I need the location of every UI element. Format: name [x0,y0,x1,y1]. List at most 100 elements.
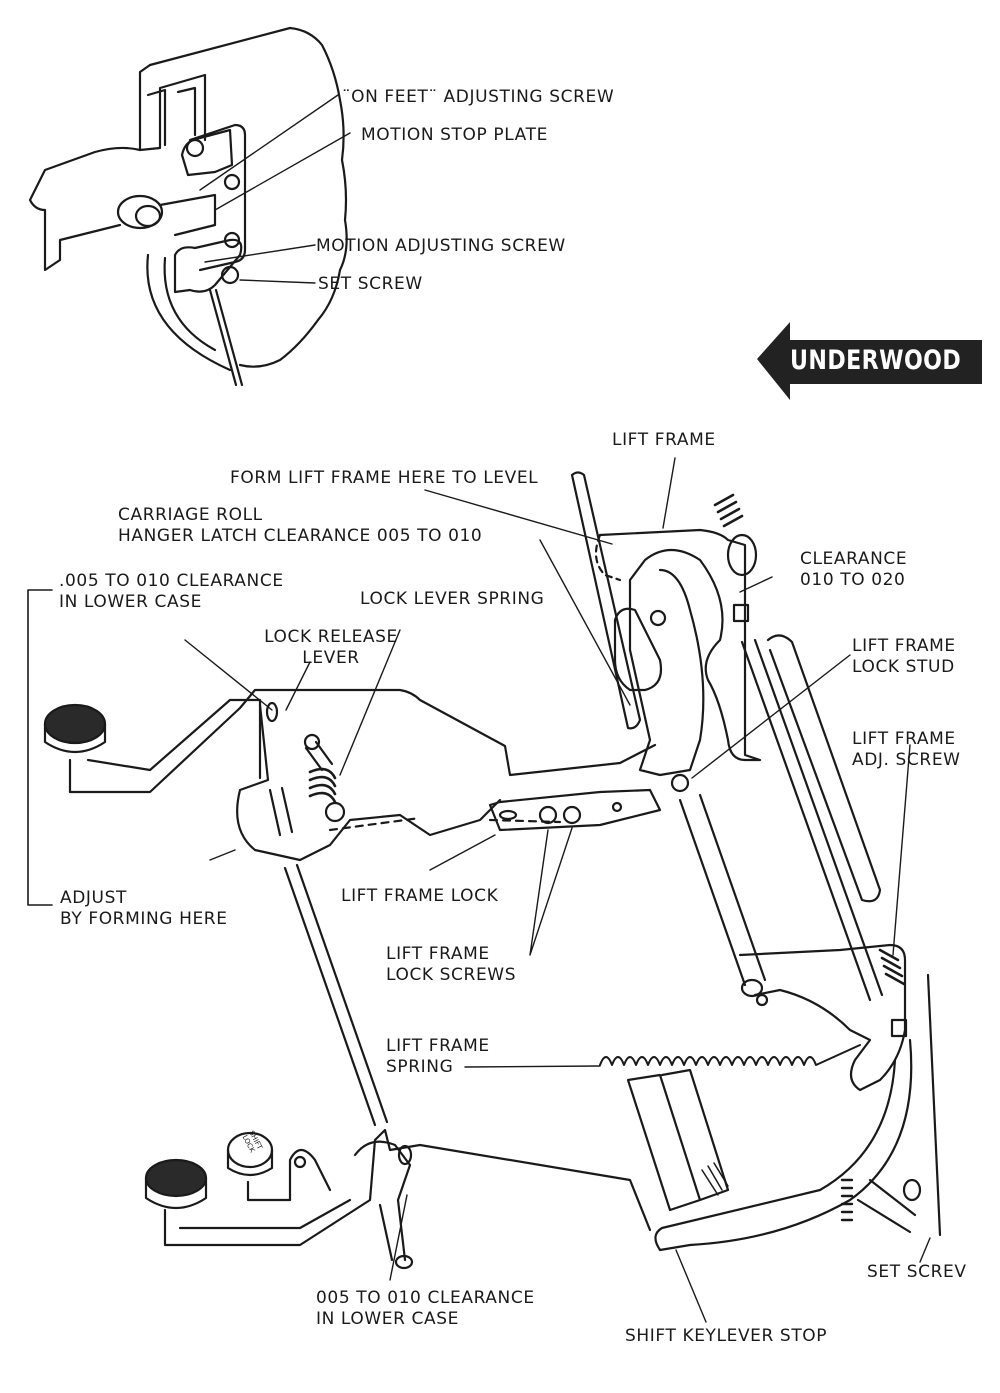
label-adjust-line2: BY FORMING HERE [60,909,228,929]
central-bar [678,793,767,987]
label-lock-release-lever: LOCK RELEASE LEVER [256,627,406,669]
central-bar-end [740,978,764,998]
lift-frame-pivot-hole [611,801,623,813]
hanger-latch-screw [649,609,667,627]
right-roll [766,634,882,903]
hanger-latch [613,607,663,692]
brand-label: UNDERWOOD [790,345,962,376]
label-motion-stop-plate: MOTION STOP PLATE [361,125,548,145]
lift-frame-lower-pivot [755,993,769,1007]
lift-frame-adj-spring [878,948,906,986]
lower-frame-diagonal [856,1178,917,1234]
label-clearance-010-020-line1: CLEARANCE [800,549,908,569]
label-adjust-line1: ADJUST [60,888,127,908]
inset-slot [146,86,197,147]
label-lift-frame-adj-screw: LIFT FRAME ADJ. SCREW [852,729,961,771]
spring-post-cap [303,733,321,751]
label-shift-keylever-stop: SHIFT KEYLEVER STOP [625,1326,828,1346]
inset-leader-lines [199,94,351,284]
lock-release-pin [268,786,294,837]
upper-key-cap [43,703,107,745]
lock-release-stud [265,701,279,723]
upper-key-skirt [43,722,107,753]
lower-key-cap [144,1158,208,1198]
label-clearance-upper: .005 TO 010 CLEARANCE IN LOWER CASE [59,571,284,613]
inset-plate-screw-2 [223,231,241,249]
left-arrow-icon [400,322,982,400]
label-lock-stud-line1: LIFT FRAME [852,636,956,656]
label-on-feet-adjusting-screw: ¨ON FEET¨ ADJUSTING SCREW [342,87,615,107]
shift-lock-screw [293,1155,307,1169]
label-lift-frame: LIFT FRAME [612,430,716,450]
label-adjust-by-forming: ADJUST BY FORMING HERE [60,888,228,930]
lower-set-screw-head [902,1178,922,1202]
label-set-screw-bottom: SET SCREV [867,1262,967,1282]
label-lock-stud-line2: LOCK STUD [852,657,955,677]
inset-lower-lever [173,238,243,294]
lift-frame-spring-coil [599,1044,861,1066]
lock-lever-pivot [324,801,346,823]
lift-frame-lock-plate [488,788,662,832]
label-adj-screw-line1: LIFT FRAME [852,729,956,749]
label-spring-line1: LIFT FRAME [386,1036,490,1056]
carriage-roll-hanger-rod [570,471,642,730]
label-carriage-roll-line2: HANGER LATCH CLEARANCE 005 TO 010 [118,526,483,546]
main-leader-lines [184,457,931,1323]
label-lift-frame-spring: LIFT FRAME SPRING [386,1036,490,1078]
lift-frame-lock-stud [670,773,690,793]
label-lock-release-line2: LEVER [302,648,360,668]
label-lock-screws-line1: LIFT FRAME [386,944,490,964]
main-drawing [27,457,942,1323]
label-lock-screws-line2: LOCK SCREWS [386,965,517,985]
label-clearance-lower: 005 TO 010 CLEARANCE IN LOWER CASE [316,1288,535,1330]
label-form-lift-frame: FORM LIFT FRAME HERE TO LEVEL [230,468,539,488]
label-lift-frame-lock: LIFT FRAME LOCK [341,886,499,906]
label-clearance-010-020: CLEARANCE 010 TO 020 [800,549,907,591]
lock-plate-slot [498,809,518,821]
lower-keylever [163,1128,652,1247]
lower-clearance-pin [397,1144,413,1166]
label-carriage-roll-line1: CARRIAGE ROLL [118,505,263,525]
label-inset-set-screw: SET SCREW [318,274,423,294]
label-lock-release-line1: LOCK RELEASE [264,627,398,647]
lift-frame-lower-arm [738,943,907,1092]
lock-release-lever [236,703,502,862]
right-roll-rod [740,638,884,1002]
lower-clearance-lever [353,1140,412,1262]
label-motion-adjusting-screw: MOTION ADJUSTING SCREW [316,236,566,256]
shift-keylever-stop-plate [626,1068,730,1212]
label-clearance-upper-line2: IN LOWER CASE [59,592,202,612]
inset-screw-head [185,138,205,158]
inset-drawing [28,26,351,387]
shift-lock-lever [246,1148,332,1202]
label-lift-frame-lock-stud: LIFT FRAME LOCK STUD [852,636,956,678]
lower-clearance-block [890,1018,908,1038]
lock-lever-spring-coil [308,767,337,804]
inset-break-outline [148,26,348,368]
top-adj-spring [713,493,744,528]
inset-link [158,193,217,237]
lower-small-spring [840,1178,854,1222]
label-clearance-010-020-line2: 010 TO 020 [800,570,906,590]
lower-clearance-stud [394,1254,414,1270]
brand-arrow [400,322,982,400]
label-clearance-lower-line1: 005 TO 010 CLEARANCE [316,1288,535,1308]
label-adj-screw-line2: ADJ. SCREW [852,750,961,770]
inset-block [28,63,207,272]
label-spring-line2: SPRING [386,1057,454,1077]
lower-key-skirt [144,1176,208,1209]
inset-arc-outer [146,253,232,372]
bracket-line [27,589,53,906]
set-screw-rod [926,973,942,1237]
left-vertical-rod [283,863,389,1127]
lift-frame-lock-screw-1 [538,805,558,825]
inset-rod [208,288,244,387]
inset-roller [116,194,164,230]
clearance-block [732,603,750,623]
label-lock-lever-spring: LOCK LEVER SPRING [360,589,545,609]
upper-keylever [68,688,657,794]
label-clearance-lower-line2: IN LOWER CASE [316,1309,459,1329]
lift-frame-body [598,528,762,777]
label-carriage-roll-hanger-latch: CARRIAGE ROLL HANGER LATCH CLEARANCE 005… [118,505,482,547]
